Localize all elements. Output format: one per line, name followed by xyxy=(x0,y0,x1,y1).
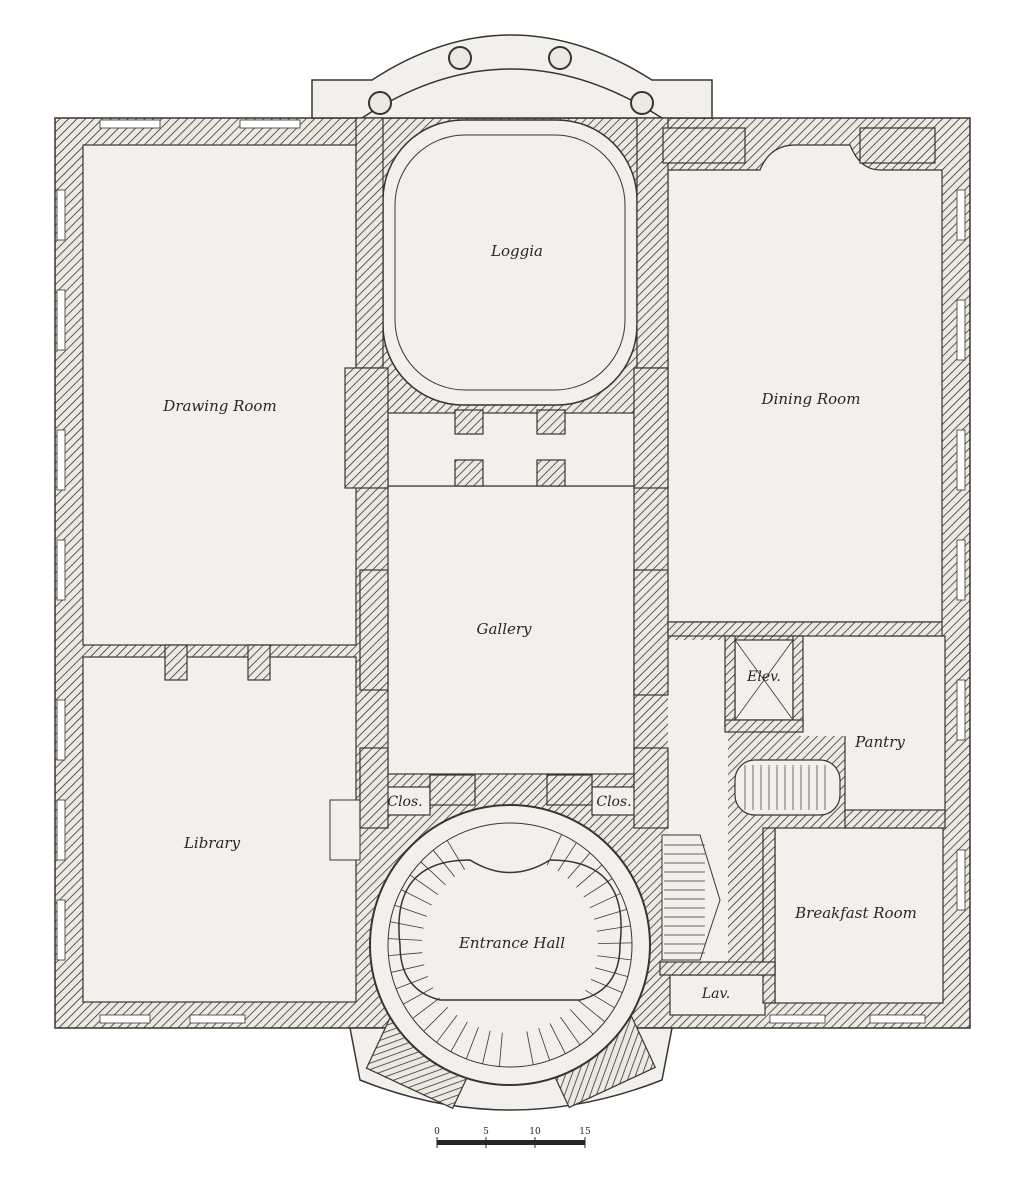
loggia-floor xyxy=(382,119,638,406)
drawing-room-floor xyxy=(82,144,357,646)
loggia-columns xyxy=(368,46,654,115)
pantry-label: Pantry xyxy=(854,733,905,751)
scale-tick-label: 10 xyxy=(529,1127,541,1137)
library-floor xyxy=(82,656,357,1003)
breakfast-room-floor xyxy=(774,827,944,1004)
interior-walls xyxy=(164,117,946,1110)
loggia-label: Loggia xyxy=(490,242,543,260)
scale-tick-label: 0 xyxy=(434,1127,440,1137)
breakfast-room-label: Breakfast Room xyxy=(794,904,917,922)
dining-room-floor xyxy=(667,144,943,623)
pantry-floor xyxy=(844,635,946,815)
closet-left-label: Clos. xyxy=(387,794,422,810)
scale-tick-label: 5 xyxy=(483,1127,489,1137)
scale-bar: 0 5 10 15 xyxy=(434,1127,591,1148)
gallery-label: Gallery xyxy=(476,620,532,638)
elevator-label: Elev. xyxy=(746,669,781,685)
lavatory-label: Lav. xyxy=(701,986,730,1002)
drawing-room-label: Drawing Room xyxy=(162,397,276,415)
library-label: Library xyxy=(183,834,241,852)
dining-room-label: Dining Room xyxy=(761,390,861,408)
scale-tick-label: 15 xyxy=(579,1127,591,1137)
grand-staircase xyxy=(369,804,651,1086)
entrance-hall-label: Entrance Hall xyxy=(458,934,565,952)
lavatory-floor xyxy=(669,974,766,1016)
gallery-floor xyxy=(387,485,635,775)
service-staircase xyxy=(661,759,841,961)
gallery-columns xyxy=(454,409,566,487)
windows xyxy=(56,119,966,1024)
closet-right-label: Clos. xyxy=(596,794,631,810)
room-floors xyxy=(82,119,946,1016)
gallery-vestibule xyxy=(387,412,635,487)
